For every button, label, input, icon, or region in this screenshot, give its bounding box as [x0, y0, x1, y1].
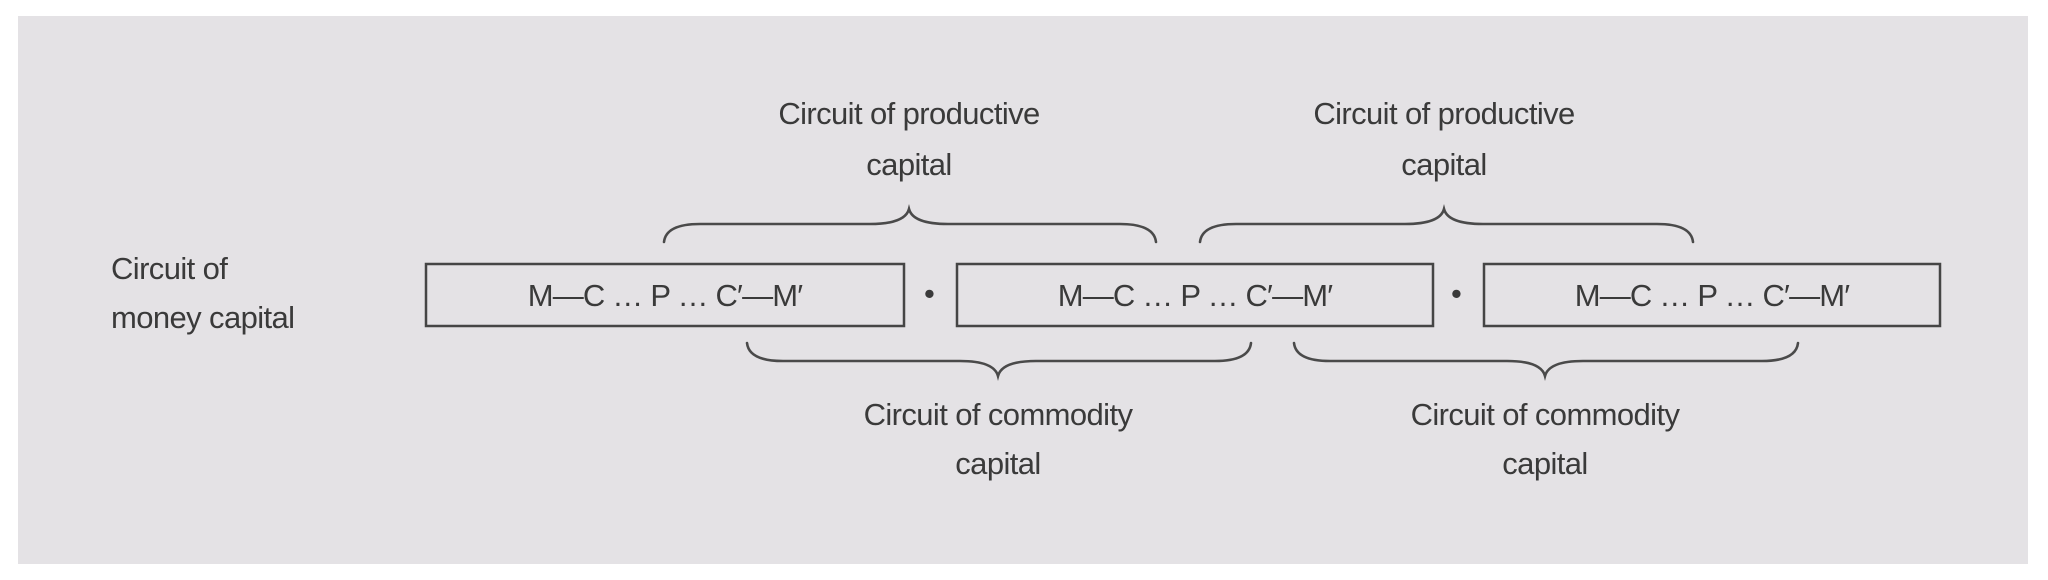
productive-brace-1 — [662, 203, 1158, 244]
productive-label-1-line1: Circuit of productive — [778, 96, 1039, 131]
formula-1: M—C … P … C′—M′ — [528, 278, 804, 313]
formula-2: M—C … P … C′—M′ — [1058, 278, 1334, 313]
commodity-brace-2 — [1292, 341, 1800, 382]
circuit-box-3: M—C … P … C′—M′ — [1482, 262, 1942, 328]
money-capital-label-line1: Circuit of — [111, 251, 228, 286]
commodity-label-2-line1: Circuit of commodity — [1411, 397, 1681, 432]
diagram-panel — [18, 16, 2028, 564]
circuit-box-1: M—C … P … C′—M′ — [424, 262, 906, 328]
separator-dot-1: • — [924, 276, 934, 311]
commodity-label-1-line2: capital — [955, 446, 1040, 481]
commodity-label-1-line1: Circuit of commodity — [864, 397, 1134, 432]
productive-label-2-line1: Circuit of productive — [1313, 96, 1574, 131]
productive-label-2-line2: capital — [1401, 147, 1486, 182]
productive-brace-2 — [1198, 203, 1695, 244]
circuit-box-2: M—C … P … C′—M′ — [955, 262, 1435, 328]
formula-3: M—C … P … C′—M′ — [1575, 278, 1851, 313]
commodity-brace-1 — [745, 341, 1253, 382]
commodity-label-2-line2: capital — [1502, 446, 1587, 481]
productive-label-1-line2: capital — [866, 147, 951, 182]
separator-dot-2: • — [1451, 276, 1461, 311]
money-capital-label-line2: money capital — [111, 300, 294, 335]
